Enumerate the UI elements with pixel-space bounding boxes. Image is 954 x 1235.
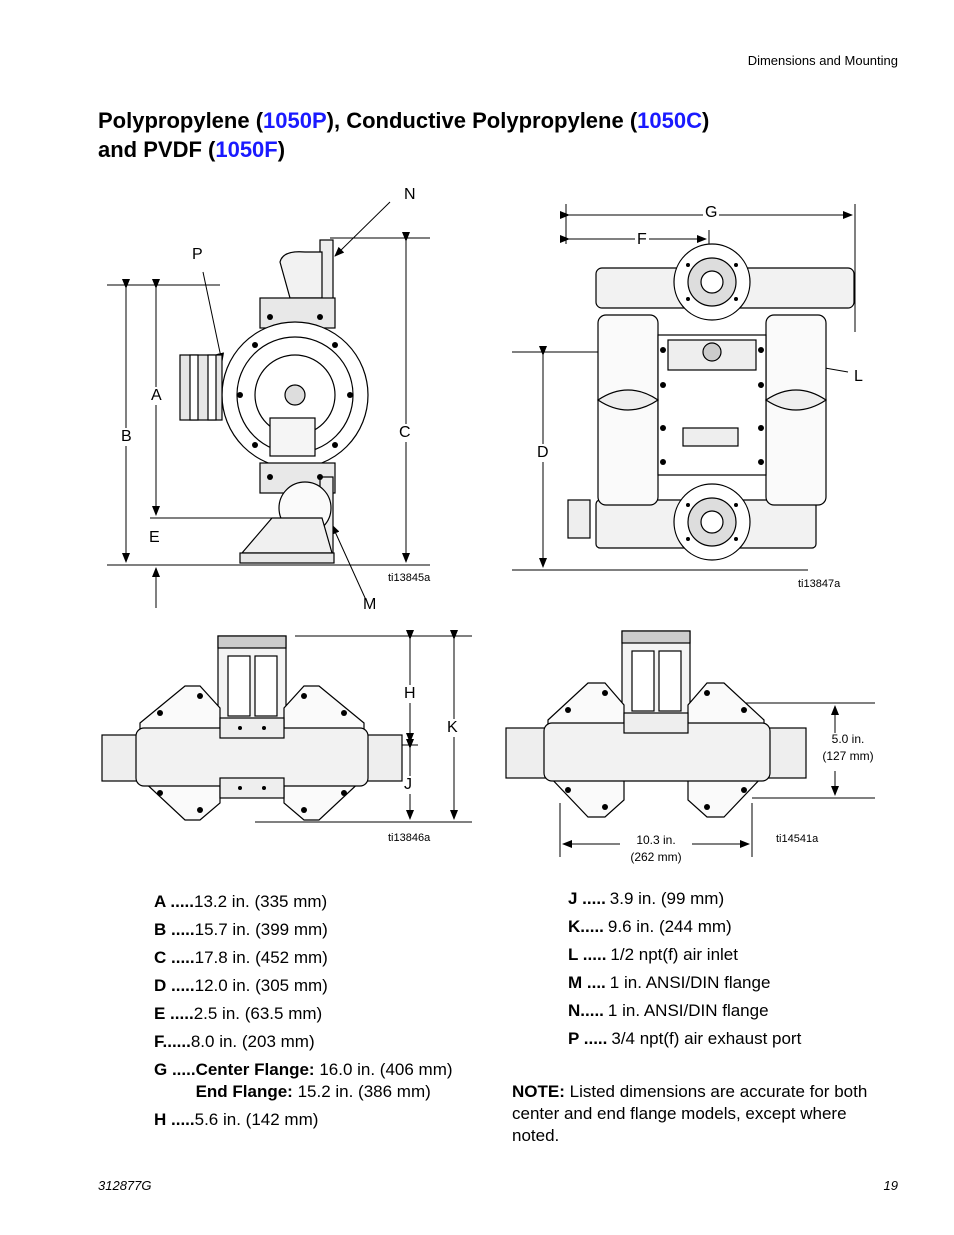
dim-value: 2.5 in. (63.5 mm) — [193, 1004, 323, 1023]
top-view-figure: H K J ti13846a — [100, 628, 480, 848]
end-flange-line: End Flange: 15.2 in. (386 mm) — [196, 1081, 453, 1103]
dim-row-h: H .....5.6 in. (142 mm) — [154, 1106, 453, 1134]
dim-value: 3.9 in. (99 mm) — [609, 889, 725, 908]
label-p: P — [192, 246, 203, 263]
dim-key: N..... — [568, 1001, 604, 1020]
label-a: A — [151, 387, 162, 405]
top-view-drawing — [101, 630, 472, 823]
title-text: and PVDF ( — [98, 137, 216, 162]
dim-row-e: E .....2.5 in. (63.5 mm) — [154, 1000, 453, 1028]
dim-height-mm: (127 mm) — [822, 749, 874, 763]
front-view-figure: G F L D ti13847a — [508, 200, 868, 600]
dim-key: B ..... — [154, 920, 195, 939]
page-title: Polypropylene (1050P), Conductive Polypr… — [98, 106, 709, 164]
figure-id-top: ti13846a — [388, 832, 431, 844]
title-line-2: and PVDF (1050F) — [98, 135, 709, 164]
label-j: J — [404, 776, 412, 794]
dim-value-g: Center Flange: 16.0 in. (406 mm) End Fla… — [196, 1059, 453, 1103]
dim-row-p: P .....3/4 npt(f) air exhaust port — [568, 1025, 801, 1053]
label-d: D — [537, 444, 549, 462]
dim-row-f: F......8.0 in. (203 mm) — [154, 1028, 453, 1056]
dim-key: D ..... — [154, 976, 195, 995]
label-b: B — [121, 428, 132, 446]
dimension-list-right: J .....3.9 in. (99 mm) K.....9.6 in. (24… — [568, 885, 801, 1053]
model-code-1050f: 1050F — [215, 137, 278, 162]
figure-id-front: ti13847a — [798, 578, 841, 590]
dim-row-g: G ..... Center Flange: 16.0 in. (406 mm)… — [154, 1056, 453, 1106]
dim-key: E ..... — [154, 1004, 194, 1023]
top-end-flange-figure: 5.0 in. (127 mm) 10.3 in. (262 mm) ti145… — [500, 625, 885, 875]
title-text: ) — [702, 108, 710, 133]
dim-key: M .... — [568, 973, 606, 992]
dim-row-c: C .....17.8 in. (452 mm) — [154, 944, 453, 972]
end-flange-value: 15.2 in. (386 mm) — [292, 1082, 431, 1101]
dim-row-n: N.....1 in. ANSI/DIN flange — [568, 997, 801, 1025]
dim-value: 8.0 in. (203 mm) — [190, 1032, 315, 1051]
center-flange-line: Center Flange: 16.0 in. (406 mm) — [196, 1059, 453, 1081]
dim-key: L ..... — [568, 945, 607, 964]
center-flange-value: 16.0 in. (406 mm) — [314, 1060, 453, 1079]
dim-width-label: 10.3 in. (262 mm) — [616, 832, 696, 866]
dim-row-d: D .....12.0 in. (305 mm) — [154, 972, 453, 1000]
dim-value: 17.8 in. (452 mm) — [194, 948, 328, 967]
dim-row-l: L .....1/2 npt(f) air inlet — [568, 941, 801, 969]
center-flange-label: Center Flange: — [195, 1060, 315, 1079]
dim-height-label: 5.0 in. (127 mm) — [810, 731, 886, 765]
dim-key: G ..... — [154, 1060, 196, 1079]
label-l: L — [854, 368, 863, 385]
dim-value: 1 in. ANSI/DIN flange — [609, 973, 771, 992]
title-text: ) — [277, 137, 286, 162]
note-paragraph: NOTE: Listed dimensions are accurate for… — [512, 1081, 882, 1147]
dim-value: 1/2 npt(f) air inlet — [610, 945, 738, 964]
section-header: Dimensions and Mounting — [747, 53, 898, 68]
document-number: 312877G — [98, 1178, 152, 1193]
figure-id-side: ti13845a — [388, 572, 431, 584]
label-n: N — [404, 186, 416, 203]
top-end-flange-drawing — [505, 630, 875, 857]
dim-width-in: 10.3 in. — [636, 833, 676, 847]
title-text: ), Conductive Polypropylene ( — [326, 108, 638, 133]
dim-row-b: B .....15.7 in. (399 mm) — [154, 916, 453, 944]
label-c: C — [399, 424, 411, 442]
dim-key: C ..... — [154, 948, 195, 967]
dim-value: 3/4 npt(f) air exhaust port — [611, 1029, 802, 1048]
dim-value: 1 in. ANSI/DIN flange — [607, 1001, 769, 1020]
dim-key: K..... — [568, 917, 604, 936]
dim-key: F...... — [154, 1032, 191, 1051]
dim-row-j: J .....3.9 in. (99 mm) — [568, 885, 801, 913]
dim-value: 12.0 in. (305 mm) — [194, 976, 328, 995]
dim-row-a: A .....13.2 in. (335 mm) — [154, 888, 453, 916]
page-number: 19 — [883, 1178, 898, 1193]
dim-key: A ..... — [154, 892, 194, 911]
label-f: F — [635, 231, 649, 249]
dim-value: 5.6 in. (142 mm) — [194, 1110, 319, 1129]
label-m: M — [363, 596, 377, 613]
front-view-drawing — [512, 204, 856, 571]
label-g: G — [703, 204, 720, 222]
label-e: E — [149, 529, 160, 546]
label-k: K — [447, 719, 458, 737]
end-flange-label: End Flange: — [195, 1082, 293, 1101]
label-h: H — [404, 685, 416, 703]
model-code-1050p: 1050P — [263, 108, 327, 133]
dim-height-in: 5.0 in. — [831, 732, 865, 746]
side-view-drawing — [107, 201, 430, 608]
dimension-list-left: A .....13.2 in. (335 mm) B .....15.7 in.… — [154, 888, 453, 1134]
note-label: NOTE: — [512, 1082, 565, 1101]
dim-row-m: M ....1 in. ANSI/DIN flange — [568, 969, 801, 997]
dim-value: 15.7 in. (399 mm) — [194, 920, 328, 939]
dim-key: H ..... — [154, 1110, 195, 1129]
dim-key: J ..... — [568, 889, 606, 908]
dim-key: P ..... — [568, 1029, 608, 1048]
dim-value: 9.6 in. (244 mm) — [607, 917, 732, 936]
model-code-1050c: 1050C — [637, 108, 702, 133]
dim-row-k: K.....9.6 in. (244 mm) — [568, 913, 801, 941]
title-text: Polypropylene ( — [98, 108, 264, 133]
dim-value: 13.2 in. (335 mm) — [194, 892, 328, 911]
dim-width-mm: (262 mm) — [630, 850, 682, 864]
side-view-figure: N P A B C E M ti13845a — [100, 180, 440, 620]
title-line-1: Polypropylene (1050P), Conductive Polypr… — [98, 106, 709, 135]
figure-id-top-end: ti14541a — [776, 833, 819, 845]
note-text: Listed dimensions are accurate for both … — [512, 1082, 868, 1145]
